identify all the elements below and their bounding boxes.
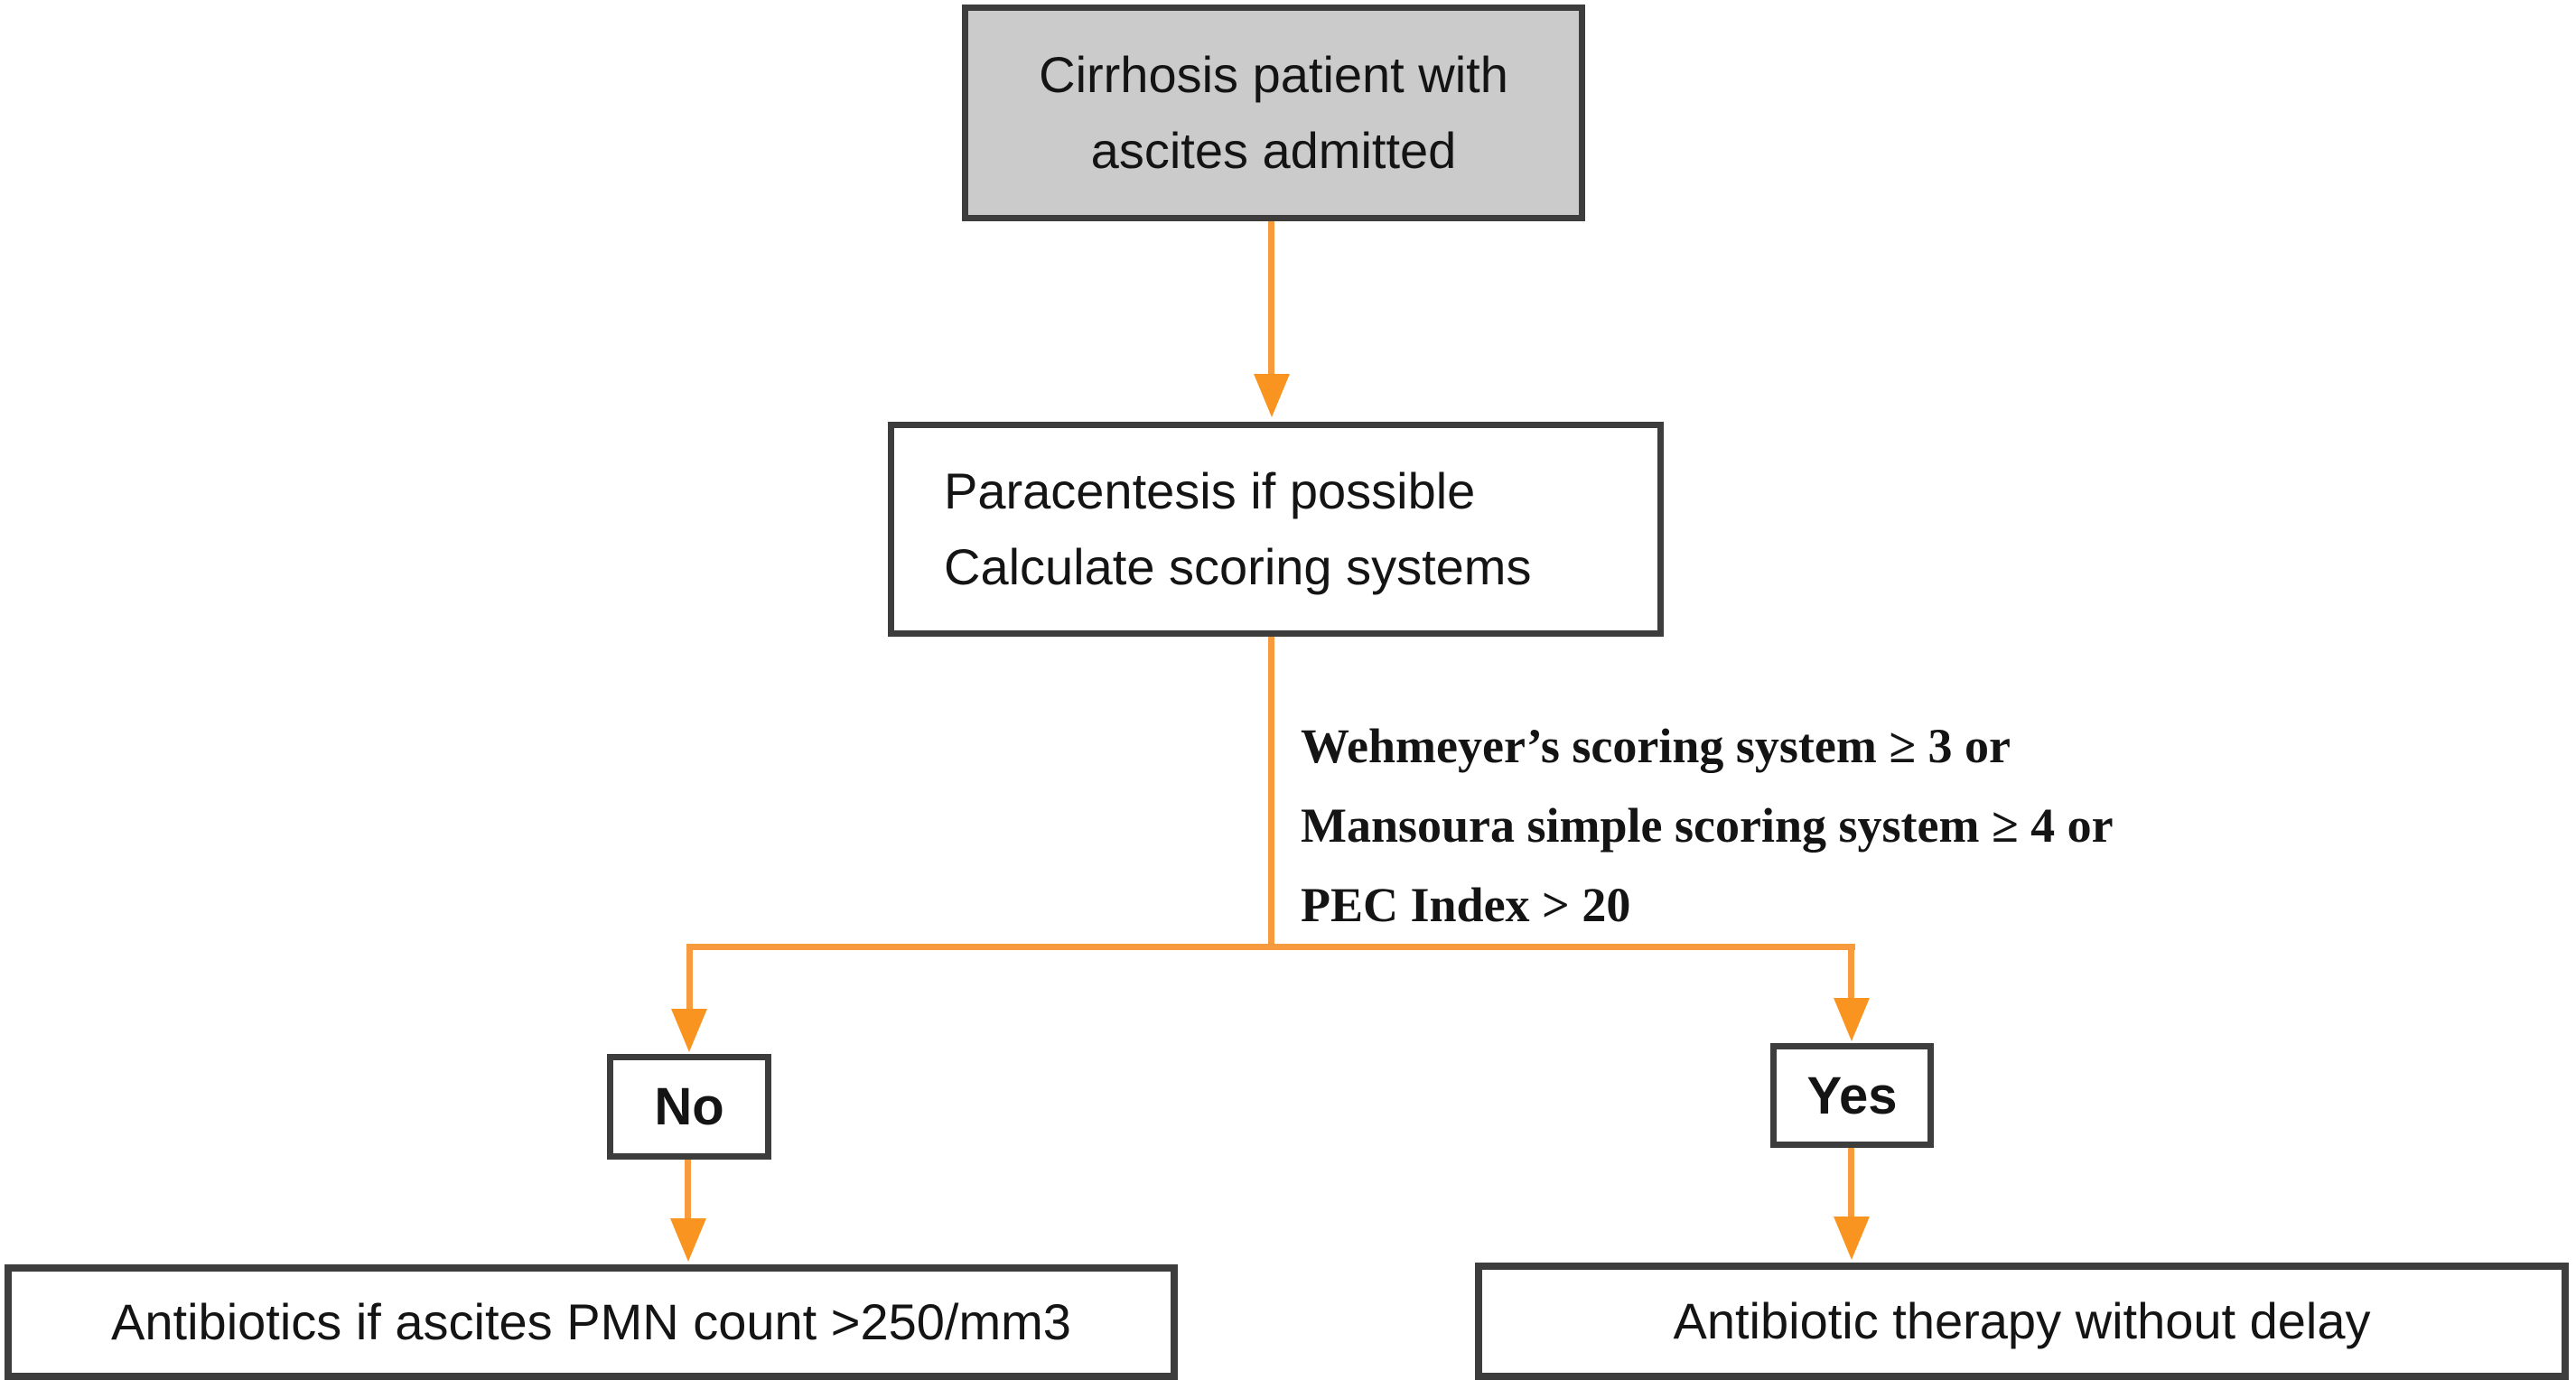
node-antibiotic-therapy: Antibiotic therapy without delay [1475,1263,2569,1380]
connector-admitted-to-paracentesis [1268,221,1274,378]
arrowhead-down-icon [1834,1217,1870,1260]
connector-no-to-antibiotics [685,1160,691,1218]
node-antibiotic-therapy-label: Antibiotic therapy without delay [1673,1292,2371,1349]
connector-branch-to-no [686,944,693,1009]
criteria-line2: Mansoura simple scoring system ≥ 4 or [1301,798,2114,853]
node-antibiotics-pmn: Antibiotics if ascites PMN count >250/mm… [5,1264,1178,1380]
node-paracentesis-line2: Calculate scoring systems [944,538,1532,595]
arrowhead-down-icon [1254,374,1290,417]
connector-paracentesis-to-branch [1268,637,1274,946]
node-paracentesis: Paracentesis if possible Calculate scori… [888,422,1664,637]
branch-criteria-label: Wehmeyer’s scoring system ≥ 3 or Mansour… [1301,706,2114,945]
node-yes: Yes [1770,1043,1934,1148]
node-no-label: No [654,1077,724,1136]
node-antibiotics-pmn-label: Antibiotics if ascites PMN count >250/mm… [111,1293,1071,1350]
node-admitted-line1: Cirrhosis patient with [1039,46,1508,103]
node-yes-label: Yes [1806,1066,1898,1125]
criteria-line3: PEC Index > 20 [1301,878,1631,933]
criteria-line1: Wehmeyer’s scoring system ≥ 3 or [1301,719,2011,773]
connector-yes-to-therapy [1848,1148,1854,1217]
arrowhead-down-icon [1834,998,1870,1041]
branch-horizontal-line [686,944,1855,950]
arrowhead-down-icon [671,1009,707,1052]
node-no: No [607,1054,771,1160]
connector-branch-to-yes [1848,944,1854,998]
node-admitted-line2: ascites admitted [1090,122,1457,179]
arrowhead-down-icon [670,1218,706,1262]
node-admitted: Cirrhosis patient with ascites admitted [962,5,1585,221]
node-paracentesis-line1: Paracentesis if possible [944,462,1476,519]
